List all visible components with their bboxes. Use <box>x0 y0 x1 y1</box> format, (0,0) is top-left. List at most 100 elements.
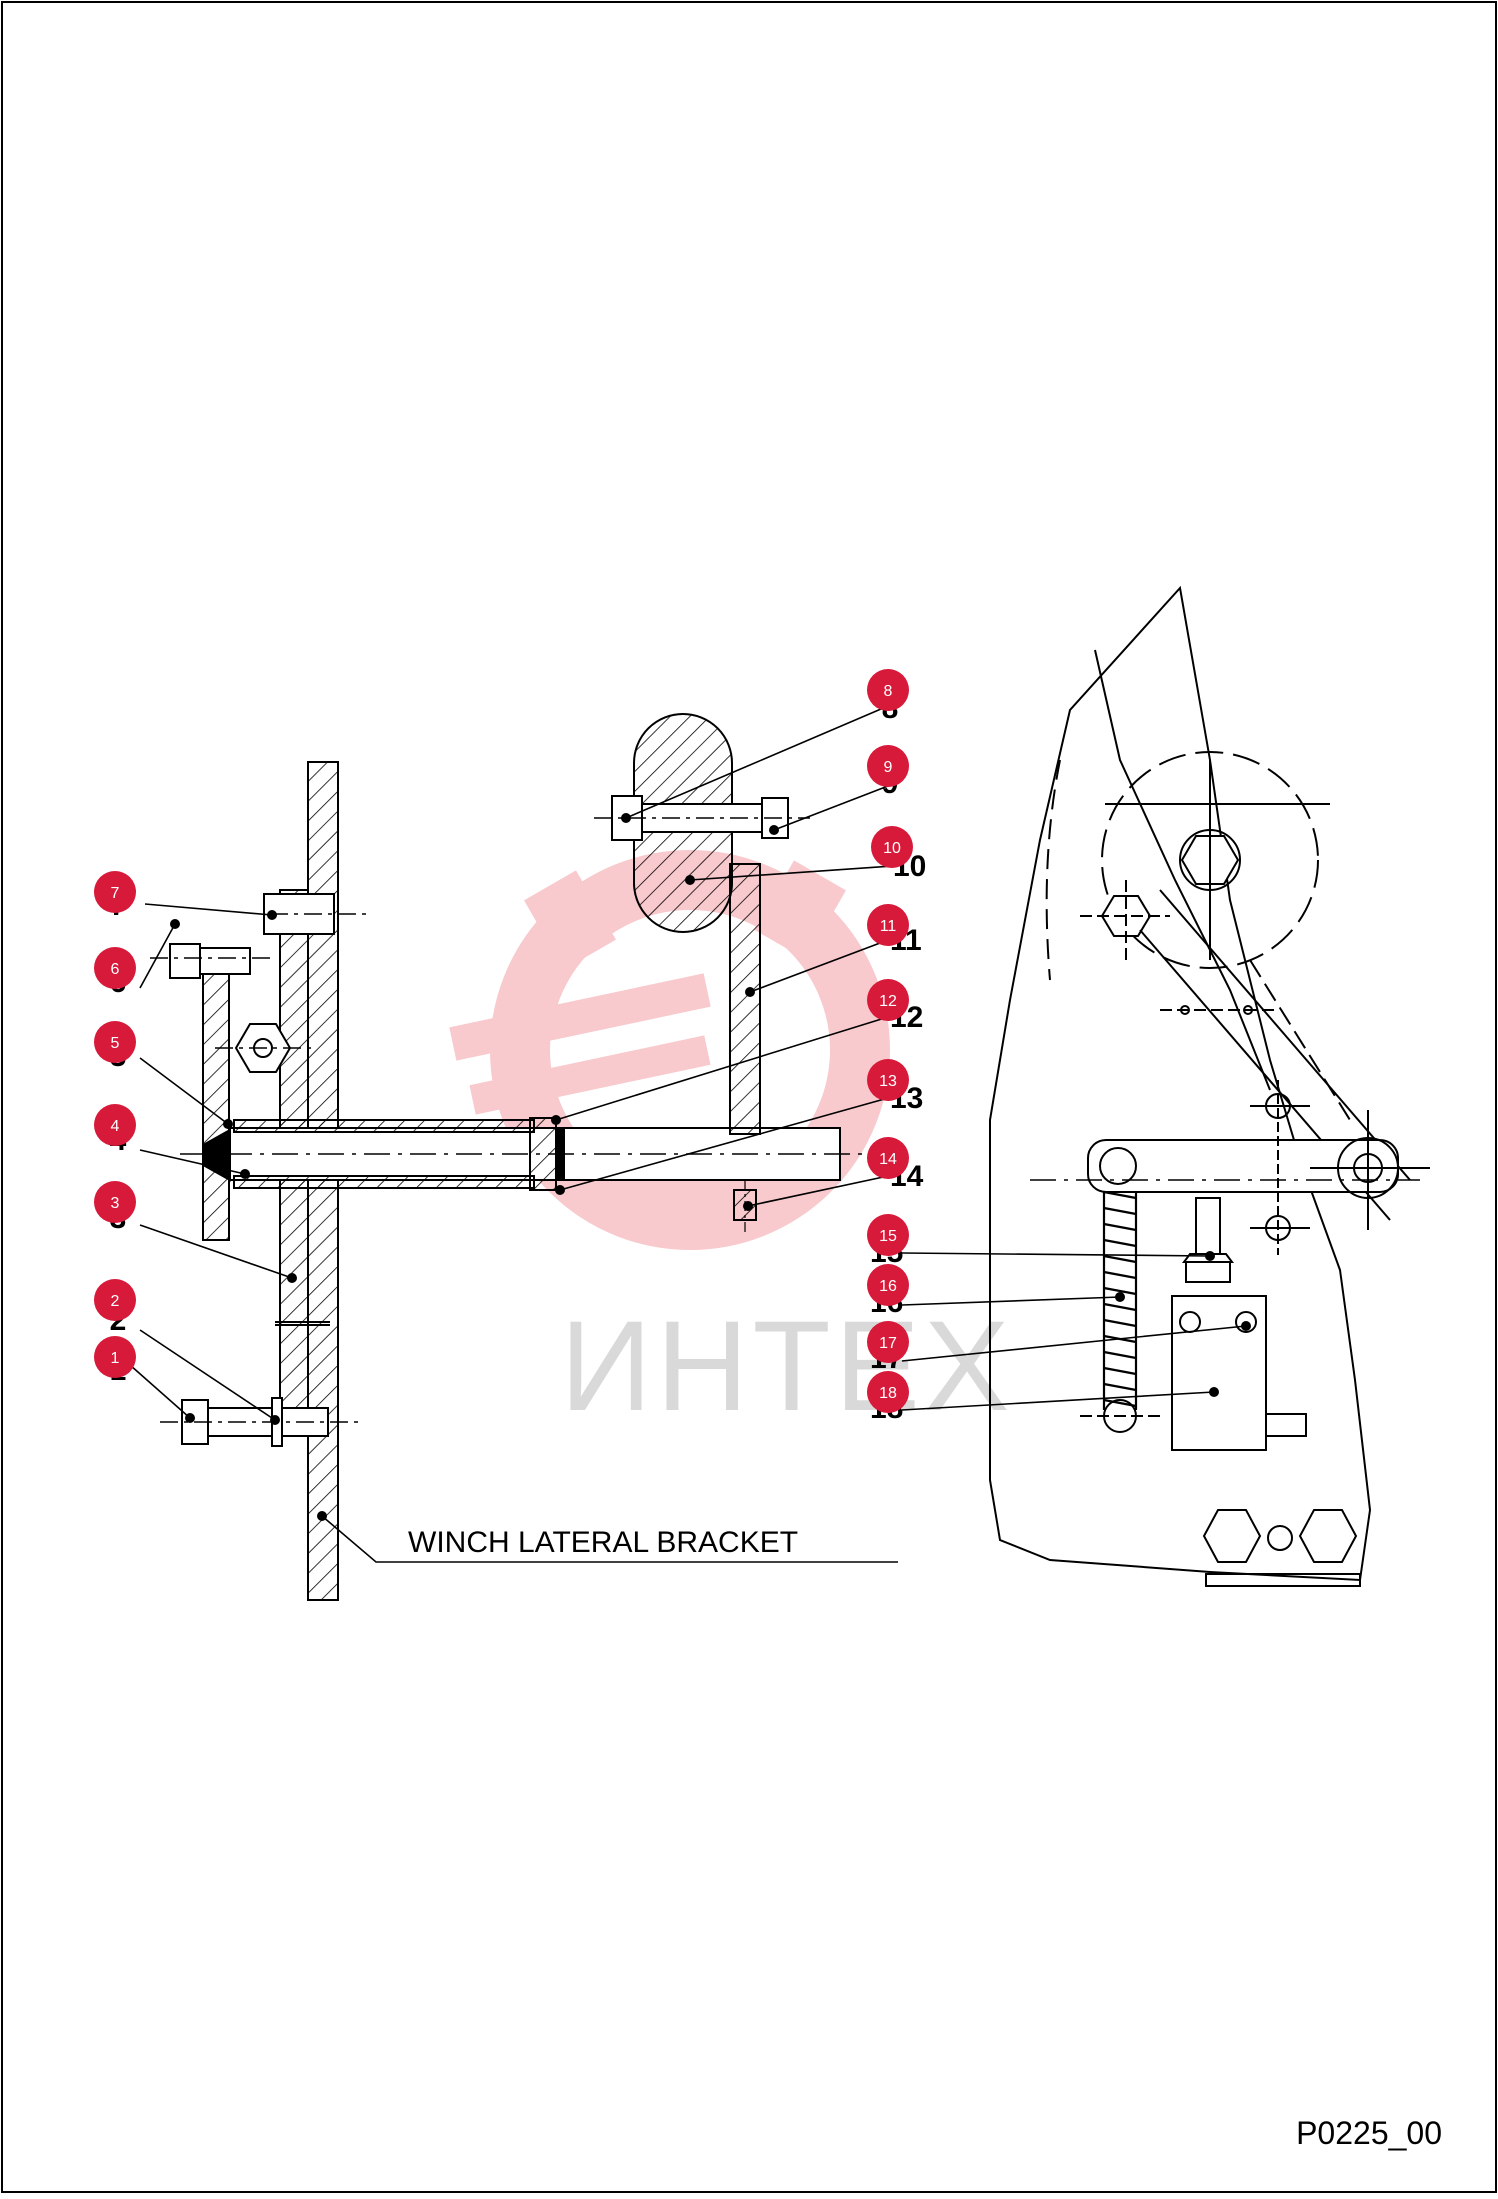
callout-marker-text-13: 13 <box>879 1073 897 1090</box>
callout-marker-text-11: 11 <box>880 918 897 935</box>
callout-marker-text-6: 6 <box>111 961 120 978</box>
callout-target-dot-16 <box>1115 1292 1125 1302</box>
callout-marker-text-7: 7 <box>111 885 120 902</box>
callout-leader-2 <box>139 1329 276 1421</box>
callout-leader-9 <box>773 785 889 831</box>
callout-leader-14 <box>747 1175 889 1207</box>
callout-7: 77 <box>94 871 277 922</box>
callout-target-dot-14 <box>743 1201 753 1211</box>
callout-leader-10 <box>689 865 894 881</box>
callout-4: 44 <box>94 1104 250 1179</box>
callout-leader-11 <box>749 939 889 993</box>
callout-marker-text-5: 5 <box>111 1035 120 1052</box>
callout-marker-7 <box>94 871 136 913</box>
callout-marker-3 <box>94 1181 136 1223</box>
bracket-leader-line <box>321 1515 898 1563</box>
callout-8: 88 <box>621 669 909 823</box>
drawing-code: P0225_00 <box>1296 2115 1442 2151</box>
callout-9: 99 <box>769 745 909 835</box>
adjusting-screw-15 <box>1195 1197 1221 1255</box>
callout-leader-18 <box>901 1391 1215 1411</box>
callout-target-dot-6 <box>170 919 180 929</box>
callout-marker-text-9: 9 <box>884 759 893 776</box>
bottom-hex-nut-left <box>1202 1509 1262 1563</box>
callout-leader-3 <box>139 1224 293 1279</box>
callout-leader-17 <box>901 1325 1247 1362</box>
callout-leader-4 <box>139 1149 246 1175</box>
limit-switch-18 <box>1171 1295 1267 1451</box>
bolt-6 <box>169 943 201 979</box>
bottom-hex-nut-right <box>1298 1509 1358 1563</box>
callout-marker-11 <box>867 904 909 946</box>
callout-5: 55 <box>94 1021 233 1129</box>
callout-marker-6 <box>94 947 136 989</box>
callout-marker-text-2: 2 <box>111 1293 120 1310</box>
callout-leader-8 <box>625 705 889 819</box>
housing-outline <box>989 585 1372 1582</box>
callout-2: 22 <box>94 1279 280 1425</box>
lever-assembly <box>594 713 810 1235</box>
callout-16: 1616 <box>867 1264 1125 1319</box>
seal <box>555 1129 565 1181</box>
callout-target-dot-2 <box>270 1415 280 1425</box>
callout-target-dot-18 <box>1209 1387 1219 1397</box>
callout-marker-16 <box>867 1264 909 1306</box>
callout-marker-18 <box>867 1371 909 1413</box>
callout-marker-text-8: 8 <box>884 683 893 700</box>
callout-1: 11 <box>94 1336 195 1423</box>
callout-target-dot-11 <box>745 987 755 997</box>
callout-target-dot-8 <box>621 813 631 823</box>
callout-marker-text-1: 1 <box>111 1350 120 1367</box>
callout-marker-4 <box>94 1104 136 1146</box>
callout-leader-5 <box>139 1057 229 1125</box>
callout-leader-1 <box>129 1364 191 1419</box>
callout-leader-12 <box>555 1016 889 1121</box>
callout-target-dot-3 <box>287 1273 297 1283</box>
lever-arm-11 <box>729 863 761 1135</box>
pulley-outline <box>1101 751 1319 969</box>
horizontal-link-bar <box>1087 1139 1399 1193</box>
callout-marker-14 <box>867 1137 909 1179</box>
callout-marker-text-12: 12 <box>879 993 897 1010</box>
callout-marker-8 <box>867 669 909 711</box>
callout-marker-text-14: 14 <box>879 1151 897 1168</box>
callout-15: 1515 <box>867 1214 1215 1269</box>
bracket-label: WINCH LATERAL BRACKET <box>408 1526 798 1559</box>
callout-marker-15 <box>867 1214 909 1256</box>
callout-layer: 1122334455667788991010111112121313141415… <box>94 669 1251 1425</box>
callout-marker-text-4: 4 <box>111 1118 120 1135</box>
callout-18: 1818 <box>867 1371 1219 1425</box>
callout-marker-10 <box>871 826 913 868</box>
flange <box>202 961 230 1241</box>
callout-marker-9 <box>867 745 909 787</box>
callout-marker-text-3: 3 <box>111 1195 120 1212</box>
callout-marker-text-17: 17 <box>879 1335 897 1352</box>
callout-marker-text-16: 16 <box>879 1278 897 1295</box>
callout-target-dot-4 <box>240 1169 250 1179</box>
callout-target-dot-13 <box>555 1185 565 1195</box>
bushing-tube <box>233 1119 535 1133</box>
callout-target-dot-17 <box>1241 1321 1251 1331</box>
callout-marker-2 <box>94 1279 136 1321</box>
callout-target-dot-12 <box>551 1115 561 1125</box>
callout-target-dot-15 <box>1205 1251 1215 1261</box>
right-side-view <box>989 585 1430 1587</box>
callout-target-dot-1 <box>185 1413 195 1423</box>
callout-target-dot-10 <box>685 875 695 885</box>
callout-marker-text-18: 18 <box>879 1385 897 1402</box>
callout-marker-text-15: 15 <box>879 1228 897 1245</box>
collar <box>529 1117 557 1191</box>
callout-6: 66 <box>94 919 180 999</box>
callout-target-dot-9 <box>769 825 779 835</box>
callout-marker-1 <box>94 1336 136 1378</box>
callout-target-dot-7 <box>267 910 277 920</box>
callout-leader-13 <box>559 1097 889 1191</box>
callout-leader-15 <box>901 1252 1211 1257</box>
